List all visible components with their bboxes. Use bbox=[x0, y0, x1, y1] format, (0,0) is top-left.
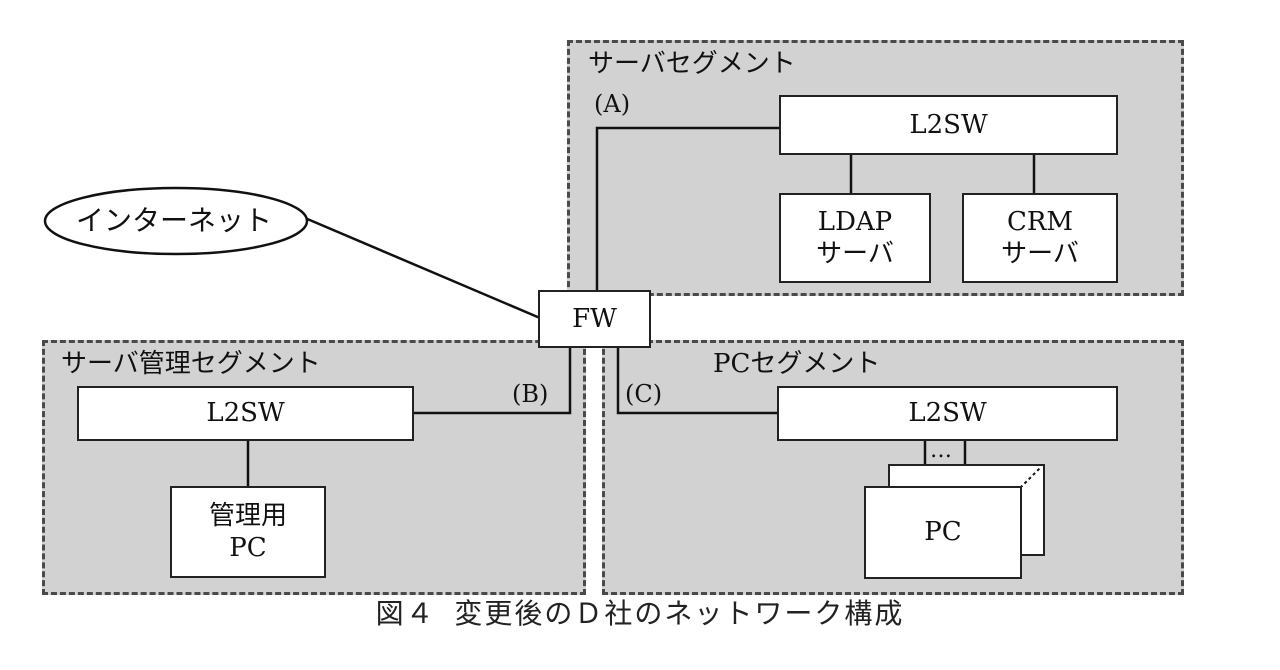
server-l2sw-box: L2SW bbox=[779, 95, 1118, 155]
ldap-server-box: LDAP サーバ bbox=[779, 193, 931, 283]
pc-front-box: PC bbox=[864, 486, 1022, 579]
server-management-segment-title: サーバ管理セグメント bbox=[61, 349, 321, 379]
pc-l2sw-box: L2SW bbox=[777, 386, 1118, 441]
crm-server-label-line1: CRM bbox=[1006, 206, 1074, 237]
link-c bbox=[616, 347, 778, 415]
internet-cloud bbox=[43, 186, 309, 256]
figure-caption: 図４ 変更後のＤ社のネットワーク構成 bbox=[375, 597, 905, 630]
crm-server-label-line2: サーバ bbox=[1001, 239, 1079, 269]
management-l2sw-box: L2SW bbox=[77, 386, 414, 441]
internet-label: インターネット bbox=[76, 204, 273, 237]
pc-segment-title: PCセグメント bbox=[713, 349, 881, 379]
link-a bbox=[595, 126, 781, 292]
internet-fw-link bbox=[304, 216, 541, 320]
management-pc-label-line2: PC bbox=[229, 533, 267, 563]
firewall-box: FW bbox=[538, 290, 651, 348]
ldap-server-label-line1: LDAP bbox=[817, 206, 893, 237]
pc-label: PC bbox=[924, 517, 962, 548]
management-l2sw-label: L2SW bbox=[206, 398, 285, 429]
ldap-server-label-line2: サーバ bbox=[816, 239, 894, 269]
server-l2sw-label: L2SW bbox=[909, 109, 988, 140]
pc-l2sw-label: L2SW bbox=[908, 398, 987, 429]
management-pc-label-line1: 管理用 bbox=[208, 500, 287, 531]
management-pc-box: 管理用 PC bbox=[170, 486, 326, 578]
link-b-label: (B) bbox=[512, 380, 549, 408]
server-segment-title: サーバセグメント bbox=[588, 49, 796, 79]
pc-ellipsis: … bbox=[930, 438, 952, 463]
link-b bbox=[413, 347, 572, 415]
link-a-label: (A) bbox=[594, 90, 631, 118]
firewall-label: FW bbox=[572, 303, 617, 334]
link-c-label: (C) bbox=[625, 380, 663, 408]
crm-server-box: CRM サーバ bbox=[962, 193, 1118, 283]
